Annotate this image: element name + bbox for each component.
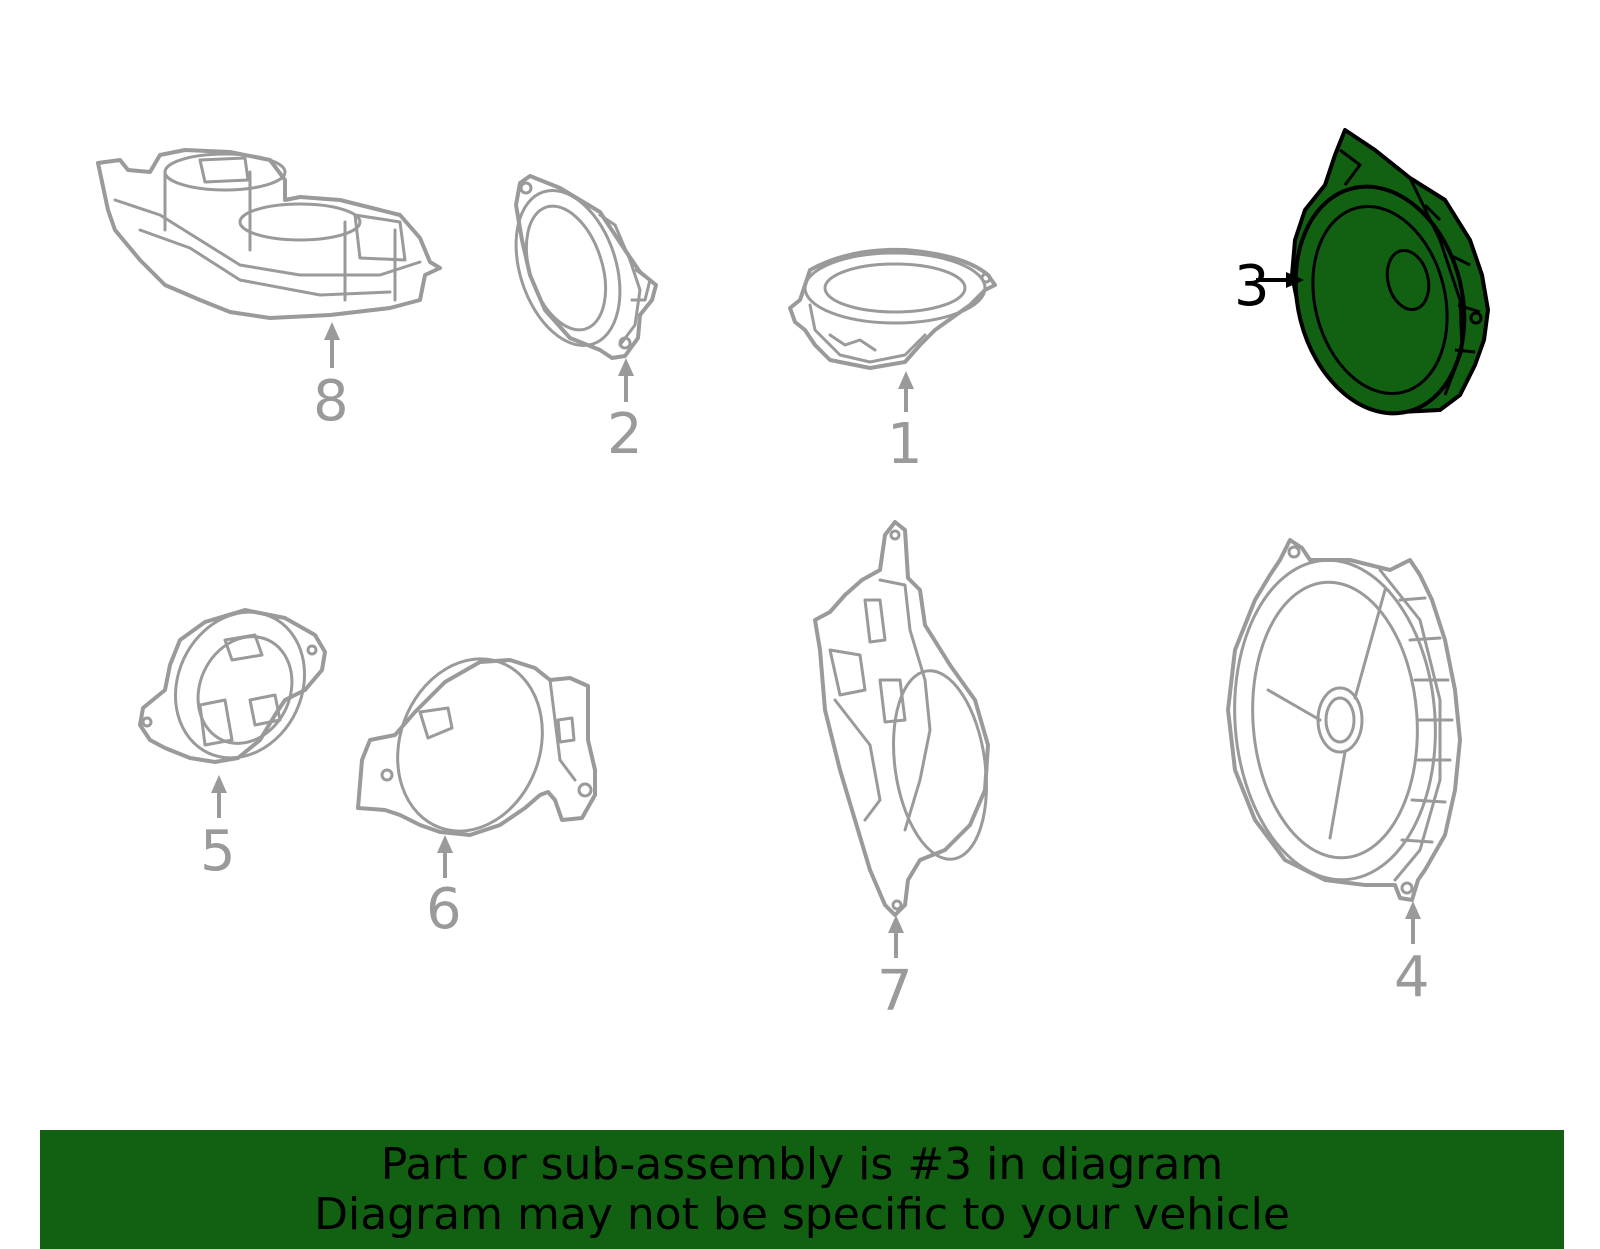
callout-arrow-4 [1405, 901, 1421, 944]
callout-7[interactable]: 7 [877, 959, 913, 1024]
callout-arrow-5 [211, 775, 227, 818]
callout-arrow-1 [898, 371, 914, 412]
part-2-speaker[interactable] [498, 174, 658, 360]
callout-arrow-7 [888, 915, 904, 958]
callout-6[interactable]: 6 [426, 877, 462, 942]
part-5-speaker[interactable] [138, 591, 328, 779]
callout-arrow-2 [618, 358, 634, 402]
part-4-speaker[interactable] [1224, 538, 1462, 902]
callout-2[interactable]: 2 [607, 402, 643, 467]
part-6-bracket[interactable] [356, 638, 597, 851]
info-banner: Part or sub-assembly is #3 in diagram Di… [40, 1130, 1564, 1249]
banner-line-1: Part or sub-assembly is #3 in diagram [380, 1139, 1224, 1190]
callout-1[interactable]: 1 [887, 412, 923, 477]
callout-8[interactable]: 8 [313, 369, 349, 434]
callout-arrow-3 [1256, 272, 1304, 288]
banner-line-2: Diagram may not be specific to your vehi… [314, 1189, 1290, 1240]
callout-arrow-6 [437, 835, 453, 878]
callout-arrow-8 [324, 322, 340, 368]
callout-3[interactable]: 3 [1234, 254, 1270, 319]
part-7-speaker-bracket[interactable] [813, 520, 998, 917]
callout-5[interactable]: 5 [200, 819, 236, 884]
part-3-speaker-highlighted[interactable] [1273, 128, 1490, 431]
part-8-speaker-assembly[interactable] [96, 148, 442, 320]
part-1-speaker[interactable] [788, 247, 997, 370]
callout-4[interactable]: 4 [1394, 945, 1430, 1010]
